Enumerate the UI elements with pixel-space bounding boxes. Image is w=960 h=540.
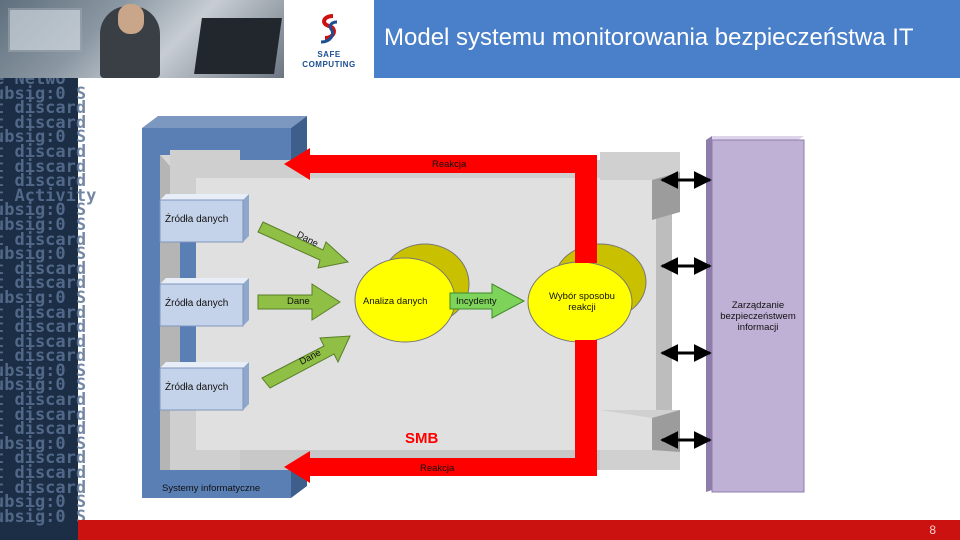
response-label-2: reakcji <box>568 302 596 313</box>
background-code-line: t discard <box>0 404 87 425</box>
background-code-line: ubsig:0 S <box>0 506 87 527</box>
background-code-line: ubsig:0 S <box>0 287 87 308</box>
background-code-line: t discard <box>0 258 87 279</box>
reaction-loop <box>284 148 597 483</box>
background-code-line: ubsig:0 S <box>0 244 87 265</box>
source-boxes <box>159 194 249 411</box>
background-code-line: t discard <box>0 112 87 133</box>
background-code-line: t discard <box>0 229 87 250</box>
analysis-node <box>354 243 470 343</box>
management-label-2: bezpieczeństwem <box>720 311 796 322</box>
background-code-line: ubsig:0 S <box>0 360 87 381</box>
analysis-label: Analiza danych <box>363 296 428 307</box>
background-code-line: ubsig:0 S <box>0 433 87 454</box>
management-label-3: informacji <box>737 322 779 333</box>
systems-label: Systemy informatyczne <box>162 483 261 494</box>
incidents-label: Incydenty <box>456 296 497 307</box>
title-bar: Model systemu monitorowania bezpieczeńst… <box>374 0 960 78</box>
management-box <box>706 136 805 493</box>
page-number: 8 <box>929 523 936 537</box>
background-code-line: t Activity <box>0 185 97 206</box>
double-arrows <box>660 171 712 449</box>
background-code-line: t discard <box>0 463 87 484</box>
incidents-arrow <box>449 283 526 319</box>
logo-text-safe: SAFE <box>317 50 341 59</box>
background-code-line: t discard <box>0 156 87 177</box>
logo-mark-icon <box>320 14 338 44</box>
source-label-1: Źródła danych <box>165 214 229 225</box>
background-code-line: ubsig:0 S <box>0 83 87 104</box>
background-code-line: t discard <box>0 98 87 119</box>
source-label-3: Źródła danych <box>165 382 229 393</box>
background-code-line: ubsig:0 S <box>0 492 87 513</box>
background-code-line: t discard <box>0 171 87 192</box>
management-label-1: Zarządzanie <box>731 300 785 311</box>
footer-bar: 8 <box>78 520 960 540</box>
smb-label: SMB <box>405 430 439 447</box>
background-code-line: t discard <box>0 302 87 323</box>
company-logo: SAFE COMPUTING <box>284 0 374 78</box>
data-arrows <box>257 221 351 389</box>
background-code-line: ubsig:0 S <box>0 375 87 396</box>
background-code-line: t discard <box>0 390 87 411</box>
background-code-line: t discard <box>0 317 87 338</box>
background-code-line: ubsig:0 S <box>0 214 87 235</box>
background-code-line: t discard <box>0 448 87 469</box>
background-code-line: t discard <box>0 273 87 294</box>
response-label-1: Wybór sposobu <box>549 291 615 302</box>
reaction-label-bottom: Reakcja <box>420 463 455 474</box>
background-code-line: t discard <box>0 419 87 440</box>
page-title: Model systemu monitorowania bezpieczeńst… <box>384 24 914 51</box>
background-code-line: t discard <box>0 331 87 352</box>
background-code-line: t discard <box>0 346 87 367</box>
reaction-label-top: Reakcja <box>432 159 467 170</box>
background-code-line: ubsig:0 S <box>0 200 87 221</box>
background-code-line: t discard <box>0 141 87 162</box>
logo-text-computing: COMPUTING <box>302 60 356 69</box>
data-label-mid: Dane <box>287 296 310 307</box>
background-code-line: t discard <box>0 477 87 498</box>
source-label-2: Źródła danych <box>165 298 229 309</box>
header-photo <box>0 0 284 78</box>
background-code-line: ubsig:0 S <box>0 127 87 148</box>
